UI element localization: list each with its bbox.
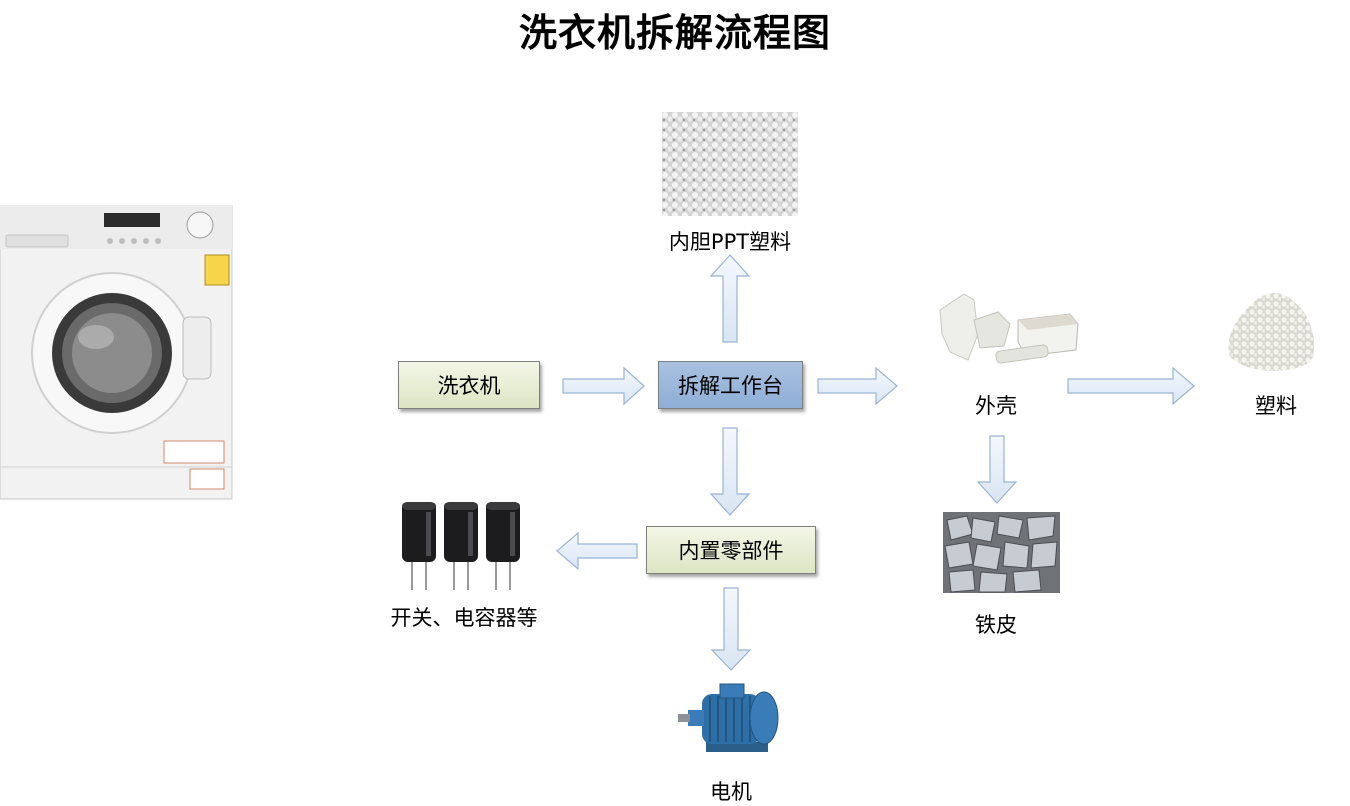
- arrow-washer-to-workbench: [562, 366, 645, 406]
- motor-icon: [678, 683, 779, 752]
- iron-scrap-icon: [943, 512, 1060, 593]
- output-plastic: 塑料: [1255, 394, 1297, 418]
- foam-shell-icon: [939, 293, 1079, 364]
- output-shell: 外壳: [975, 394, 1017, 418]
- washing-machine-icon: [0, 205, 233, 500]
- arrow-parts-to-capacitor: [556, 531, 638, 571]
- node-internal-parts: 内置零部件: [646, 526, 816, 574]
- node-internal-parts-label: 内置零部件: [678, 539, 784, 563]
- node-workbench-label: 拆解工作台: [678, 374, 783, 398]
- output-switch-capacitor: 开关、电容器等: [390, 606, 538, 630]
- plastic-pellets-icon: [662, 112, 798, 216]
- output-iron-sheet: 铁皮: [975, 613, 1017, 637]
- arrow-shell-to-plastic: [1067, 366, 1195, 406]
- arrow-workbench-to-shell: [817, 366, 898, 406]
- node-washer-label: 洗衣机: [437, 374, 501, 398]
- arrow-workbench-to-parts: [709, 427, 751, 516]
- output-motor: 电机: [710, 780, 752, 804]
- node-workbench: 拆解工作台: [658, 361, 803, 409]
- node-washer: 洗衣机: [398, 361, 540, 409]
- output-liner-plastic: 内胆PPT塑料: [668, 230, 792, 254]
- capacitor-icon: [402, 502, 520, 590]
- arrow-workbench-to-liner: [709, 254, 751, 343]
- arrow-parts-to-motor: [710, 587, 752, 671]
- page-title: 洗衣机拆解流程图: [518, 11, 831, 55]
- plastic-granules-icon: [1228, 293, 1315, 371]
- arrow-shell-to-iron: [976, 435, 1018, 504]
